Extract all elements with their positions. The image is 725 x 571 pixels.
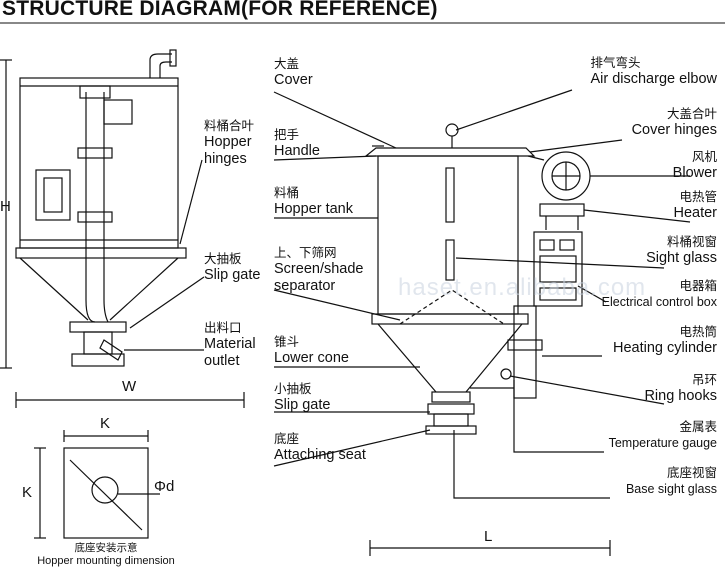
label-blower: 风机 Blower <box>672 149 717 181</box>
label-hopper-hinges: 料桶合叶 Hopper hinges <box>204 118 255 167</box>
label-ring-hooks: 吊环 Ring hooks <box>644 372 717 404</box>
label-air-discharge-elbow: 排气弯头 Air discharge elbow <box>590 55 717 87</box>
page-title: STRUCTURE DIAGRAM(FOR REFERENCE) <box>2 0 438 20</box>
label-slip-gate-small: 小抽板 Slip gate <box>274 381 331 413</box>
label-slip-gate-large: 大抽板 Slip gate <box>204 251 261 283</box>
label-electrical-control-box: 电器箱 Electrical control box <box>601 278 717 309</box>
left-hopper-view <box>15 49 187 367</box>
mounting-dimension <box>34 430 160 539</box>
dim-l: L <box>484 528 493 545</box>
label-handle: 把手 Handle <box>274 127 320 159</box>
dim-phi-d: Φd <box>154 478 175 495</box>
label-hopper-tank: 料桶 Hopper tank <box>274 185 353 217</box>
label-screen-separator: 上、下筛网 Screen/shade separator <box>274 245 364 294</box>
mounting-caption: 底座安装示意 Hopper mounting dimension <box>37 542 175 567</box>
label-sight-glass: 料桶视窗 Sight glass <box>646 234 717 266</box>
label-attaching-seat: 底座 Attaching seat <box>274 431 366 463</box>
label-heater: 电热管 Heater <box>673 189 717 221</box>
label-base-sight-glass: 底座视窗 Base sight glass <box>625 465 717 496</box>
main-hopper-view <box>364 123 591 435</box>
label-heating-cylinder: 电热筒 Heating cylinder <box>613 324 717 356</box>
label-temperature-gauge: 金属表 Temperature gauge <box>608 419 717 450</box>
label-cover-hinges: 大盖合叶 Cover hinges <box>631 106 717 138</box>
label-material-outlet: 出料口 Material outlet <box>204 320 256 369</box>
label-cover: 大盖 Cover <box>274 56 313 88</box>
label-lower-cone: 锥斗 Lower cone <box>274 334 349 366</box>
dim-k-top: K <box>100 415 111 432</box>
dim-h: H <box>0 198 11 215</box>
dim-w: W <box>122 378 137 395</box>
watermark: haset.en.alibaba.com <box>398 274 647 301</box>
dim-k-side: K <box>22 484 33 501</box>
